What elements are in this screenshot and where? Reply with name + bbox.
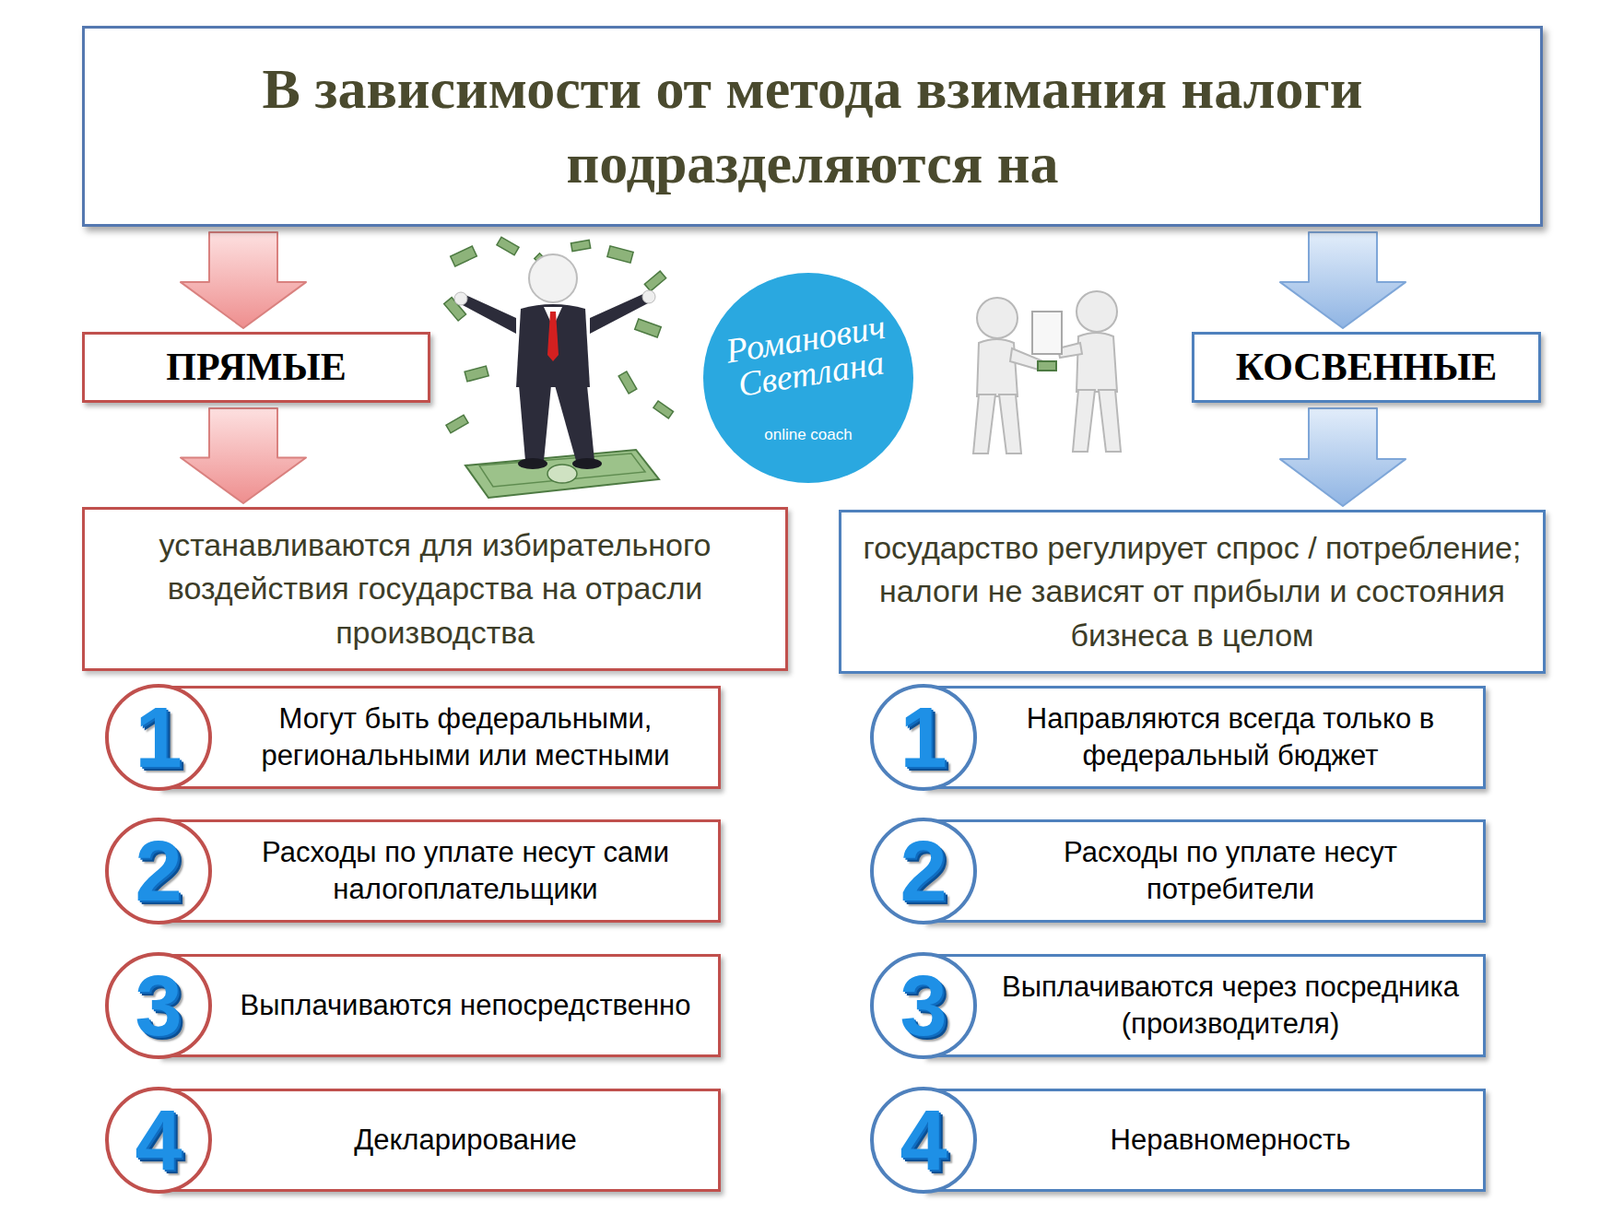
block-arrow: [1280, 408, 1406, 506]
node-text: КОСВЕННЫЕ: [1235, 343, 1498, 390]
feature-box: Выплачиваются через посредника (производ…: [923, 953, 1486, 1058]
node-text: 3: [899, 963, 947, 1048]
node-text: устанавливаются для избирательного возде…: [103, 523, 767, 656]
category-box: ПРЯМЫЕ: [82, 331, 431, 403]
feature-box: Выплачиваются непосредственно: [158, 953, 721, 1058]
node-text: 3: [134, 963, 182, 1048]
node-text: Выплачиваются через посредника (производ…: [990, 968, 1471, 1044]
exchange-illustration: [973, 291, 1121, 454]
logo-circle: [703, 272, 914, 483]
callout-number: 1: [105, 683, 212, 791]
node-text: ПРЯМЫЕ: [165, 343, 346, 390]
money-illustration: [444, 236, 674, 498]
node-text: 2: [899, 828, 947, 914]
description-box: государство регулирует спрос / потреблен…: [838, 509, 1546, 674]
node-text: 4: [134, 1097, 182, 1183]
node-text: 4: [899, 1097, 947, 1183]
logo-subtitle: online coach: [734, 425, 883, 445]
callout-number: 4: [105, 1086, 212, 1194]
block-arrow: [180, 408, 306, 504]
logo-text: Романович Светлана: [711, 306, 905, 405]
node-text: Расходы по уплате несут сами налогоплате…: [225, 834, 706, 909]
node-text: Могут быть федеральными, региональными и…: [225, 700, 706, 776]
block-arrow: [180, 232, 306, 329]
description-box: устанавливаются для избирательного возде…: [82, 506, 789, 671]
category-box: КОСВЕННЫЕ: [1191, 331, 1542, 403]
feature-box: Декларирование: [158, 1088, 721, 1192]
node-text: 1: [134, 694, 182, 780]
node-text: Декларирование: [353, 1121, 577, 1159]
callout-number: 3: [870, 952, 977, 1059]
node-text: Расходы по уплате несут потребители: [990, 834, 1471, 909]
callout-number: 3: [105, 952, 212, 1059]
title-box: В зависимости от метода взимания налоги …: [82, 25, 1543, 227]
feature-box: Расходы по уплате несут сами налогоплате…: [158, 819, 721, 923]
node-text: В зависимости от метода взимания налоги …: [112, 51, 1513, 200]
callout-number: 1: [870, 683, 977, 791]
node-text: Неравномерность: [1110, 1121, 1352, 1159]
feature-box: Могут быть федеральными, региональными и…: [158, 685, 721, 789]
node-text: Выплачиваются непосредственно: [240, 987, 692, 1024]
callout-number: 2: [870, 817, 977, 925]
node-text: государство регулирует спрос / потреблен…: [859, 526, 1525, 659]
callout-number: 2: [105, 817, 212, 925]
feature-box: Неравномерность: [923, 1088, 1486, 1192]
block-arrow: [1280, 232, 1406, 329]
feature-box: Направляются всегда только в федеральный…: [923, 685, 1486, 789]
callout-number: 4: [870, 1086, 977, 1194]
node-text: 1: [899, 694, 947, 780]
node-text: Направляются всегда только в федеральный…: [990, 700, 1471, 776]
feature-box: Расходы по уплате несут потребители: [923, 819, 1486, 923]
node-text: 2: [134, 828, 182, 914]
